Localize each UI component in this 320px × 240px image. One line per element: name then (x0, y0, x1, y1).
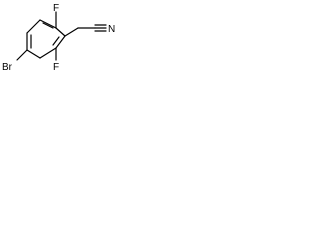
ring-double-bond (42, 22, 54, 29)
ring-bond (39, 47, 57, 59)
fluorine-top-label: F (53, 3, 59, 14)
ring-bond (39, 19, 57, 29)
ring-bond (55, 35, 66, 49)
bromine-label: Br (2, 62, 13, 73)
ring-bond (26, 49, 41, 59)
ring-bond (55, 27, 66, 37)
ch2-bond (64, 27, 79, 37)
bromine-bond (16, 49, 28, 61)
fluorine-bottom-label: F (53, 62, 59, 73)
substituent-bonds (16, 11, 107, 61)
ring-bond (26, 19, 41, 34)
atom-labels: F F Br N (2, 3, 115, 73)
benzene-ring (26, 19, 66, 59)
ring-double-bond (52, 36, 60, 46)
molecule-structure: F F Br N (2, 3, 115, 73)
nitrogen-label: N (108, 24, 115, 35)
